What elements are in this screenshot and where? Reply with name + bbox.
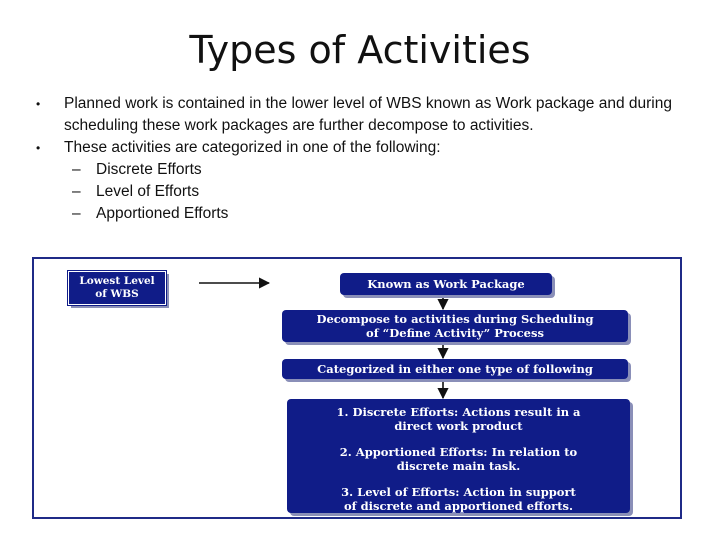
work-package-box: Known as Work Package (340, 273, 552, 295)
activity-type-desc-cont: direct work product (394, 419, 523, 433)
bullet-item: • Planned work is contained in the lower… (30, 93, 690, 137)
activity-type-item: 1. Discrete Efforts: Actions result in a… (287, 405, 630, 433)
bullet-marker: • (36, 141, 41, 155)
sub-item-text: Apportioned Efforts (96, 205, 229, 222)
bullet-list: • Planned work is contained in the lower… (30, 93, 690, 225)
activity-type-label: 3. Level of Efforts: (341, 485, 460, 499)
dash-marker: – (72, 161, 81, 178)
sub-item-text: Level of Efforts (96, 183, 200, 200)
bullet-text: Planned work is contained in the lower l… (64, 95, 672, 134)
slide-title: Types of Activities (189, 28, 531, 72)
sub-item: – Level of Efforts (30, 181, 690, 203)
dash-marker: – (72, 183, 81, 200)
sub-item-text: Discrete Efforts (96, 161, 202, 178)
activity-type-desc: In relation to (491, 445, 578, 459)
activity-type-label: 1. Discrete Efforts: (336, 405, 459, 419)
lowest-level-line1: Lowest Level (79, 275, 155, 287)
activity-type-desc-cont: discrete main task. (396, 459, 521, 473)
activity-type-desc: Actions result in a (462, 405, 581, 419)
sub-item: – Apportioned Efforts (30, 203, 690, 225)
categorized-box: Categorized in either one type of follow… (282, 359, 628, 379)
decompose-box: Decompose to activities during Schedulin… (282, 310, 628, 342)
activity-type-desc-cont: of discrete and apportioned efforts. (344, 499, 573, 513)
decompose-line2: of “Define Activity” Process (366, 326, 544, 340)
bullet-marker: • (36, 97, 41, 111)
dash-marker: – (72, 205, 81, 222)
bullet-text: These activities are categorized in one … (64, 139, 441, 156)
activity-type-item: 2. Apportioned Efforts: In relation to d… (287, 445, 630, 473)
activity-type-item: 3. Level of Efforts: Action in support o… (287, 485, 630, 513)
activity-types-box: 1. Discrete Efforts: Actions result in a… (287, 399, 630, 513)
diagram-frame: Lowest Level of WBS Known as Work Packag… (32, 257, 682, 519)
decompose-line1: Decompose to activities during Schedulin… (316, 312, 594, 326)
sub-item: – Discrete Efforts (30, 159, 690, 181)
activity-type-label: 2. Apportioned Efforts: (339, 445, 488, 459)
bullet-item: • These activities are categorized in on… (30, 137, 690, 159)
activity-type-desc: Action in support (463, 485, 576, 499)
lowest-level-wbs-box: Lowest Level of WBS (67, 270, 167, 306)
diagram-arrows (199, 277, 449, 400)
lowest-level-line2: of WBS (95, 288, 139, 300)
